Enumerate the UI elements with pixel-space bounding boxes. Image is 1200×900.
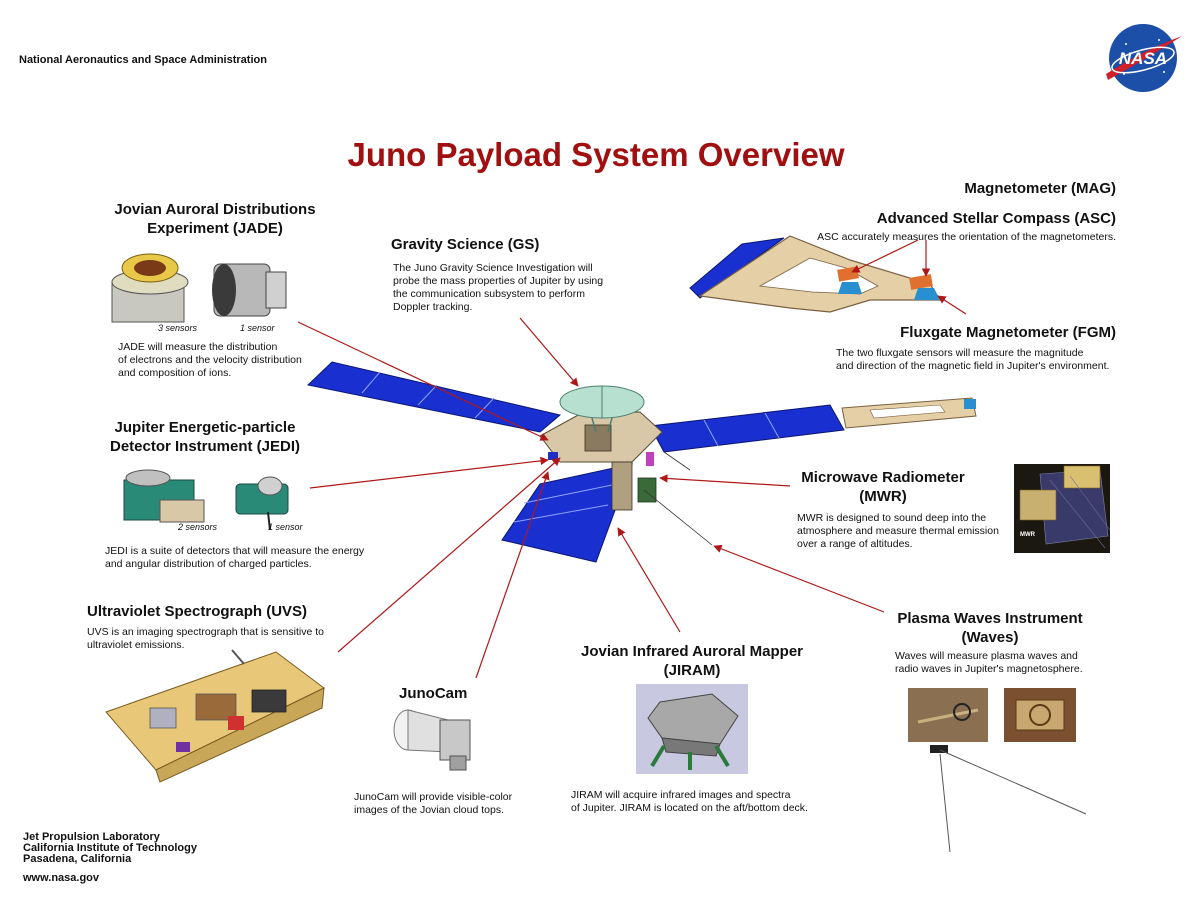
nasa-logo: NASA — [1106, 24, 1182, 92]
mwr-title: Microwave Radiometer (MWR) — [788, 468, 978, 506]
footer-url[interactable]: www.nasa.gov — [23, 872, 100, 884]
arrow-asc-1 — [851, 239, 919, 273]
jiram-desc-line1: JIRAM will acquire infrared images and s… — [571, 789, 791, 801]
gs-title: Gravity Science (GS) — [391, 236, 540, 253]
junocam-description: JunoCam will provide visible-color image… — [354, 791, 512, 817]
mwr-title-line1: Microwave Radiometer — [801, 469, 965, 486]
jade-title-line1: Jovian Auroral Distributions — [114, 201, 316, 218]
agency-name: National Aeronautics and Space Administr… — [19, 54, 267, 66]
fgm-description: The two fluxgate sensors will measure th… — [836, 347, 1126, 373]
junocam-title: JunoCam — [399, 685, 468, 702]
jade-description: JADE will measure the distribution of el… — [118, 341, 302, 380]
arrow-uvs — [337, 457, 561, 653]
jedi-desc-line2: and angular distribution of charged part… — [105, 558, 312, 570]
jade-title: Jovian Auroral Distributions Experiment … — [90, 200, 340, 238]
arrow-jedi — [309, 456, 549, 489]
gs-desc-line1: The Juno Gravity Science Investigation w… — [393, 262, 593, 274]
mwr-desc-line3: over a range of altitudes. — [797, 538, 913, 550]
gs-description: The Juno Gravity Science Investigation w… — [393, 262, 603, 314]
jade-desc-line3: and composition of ions. — [118, 367, 232, 379]
jedi-title-line1: Jupiter Energetic-particle — [114, 419, 296, 436]
mag-boom-right — [841, 397, 977, 429]
arrow-mwr — [659, 474, 791, 487]
mwr-title-line2: (MWR) — [859, 488, 907, 505]
uvs-description: UVS is an imaging spectrograph that is s… — [87, 626, 324, 652]
arrow-jade — [297, 321, 549, 441]
waves-title-line2: (Waves) — [961, 629, 1019, 646]
page-title: Juno Payload System Overview — [347, 136, 845, 173]
high-gain-antenna — [559, 385, 645, 433]
junocam-illustration — [393, 709, 471, 771]
jiram-title-line1: Jovian Infrared Auroral Mapper — [581, 643, 803, 660]
leader-arrows — [297, 239, 967, 679]
jade-caption-a: 3 sensors — [158, 323, 198, 333]
jedi-desc-line1: JEDI is a suite of detectors that will m… — [105, 545, 365, 557]
mwr-desc-line1: MWR is designed to sound deep into the — [797, 512, 987, 524]
jedi-description: JEDI is a suite of detectors that will m… — [105, 545, 364, 571]
jiram-title: Jovian Infrared Auroral Mapper (JIRAM) — [562, 642, 822, 680]
jiram-title-line2: (JIRAM) — [663, 662, 721, 679]
jiram-description: JIRAM will acquire infrared images and s… — [571, 789, 808, 815]
jedi-sensor-illustration — [123, 469, 289, 531]
jade-desc-line1: JADE will measure the distribution — [118, 341, 278, 353]
junocam-desc-line1: JunoCam will provide visible-color — [354, 791, 513, 803]
waves-photo-2 — [1004, 688, 1076, 742]
waves-desc-line1: Waves will measure plasma waves and — [895, 650, 1078, 662]
jedi-title: Jupiter Energetic-particle Detector Inst… — [80, 418, 330, 456]
jade-desc-line2: of electrons and the velocity distributi… — [118, 354, 302, 366]
spacecraft-bus — [539, 411, 663, 511]
waves-title: Plasma Waves Instrument (Waves) — [880, 609, 1100, 647]
asc-description: ASC accurately measures the orientation … — [817, 231, 1116, 243]
jiram-inset — [636, 684, 748, 774]
waves-title-line1: Plasma Waves Instrument — [897, 610, 1083, 627]
asc-title: Advanced Stellar Compass (ASC) — [876, 210, 1116, 227]
jedi-caption-b: 1 sensor — [268, 522, 303, 532]
jedi-caption-a: 2 sensors — [178, 522, 218, 532]
gs-desc-line3: the communication subsystem to perform — [393, 288, 585, 300]
mwr-inset-label: MWR — [1020, 532, 1036, 538]
footer-line3: Pasadena, California — [23, 853, 132, 865]
jade-caption-b: 1 sensor — [240, 323, 275, 333]
jade-sensor-illustration — [111, 253, 287, 323]
arrow-jiram — [617, 527, 681, 633]
waves-antenna-line — [643, 489, 713, 546]
gs-desc-line2: probe the mass properties of Jupiter by … — [393, 275, 604, 287]
fgm-desc-line1: The two fluxgate sensors will measure th… — [836, 347, 1084, 359]
junocam-desc-line2: images of the Jovian cloud tops. — [354, 804, 505, 816]
jedi-title-line2: Detector Instrument (JEDI) — [109, 438, 301, 455]
waves-description: Waves will measure plasma waves and radi… — [895, 650, 1083, 676]
solar-array-bottom — [501, 463, 633, 563]
waves-desc-line2: radio waves in Jupiter's magnetosphere. — [895, 663, 1083, 675]
arrow-waves — [713, 544, 885, 613]
uvs-desc-line1: UVS is an imaging spectrograph that is s… — [87, 626, 324, 638]
solar-array-left — [306, 361, 562, 433]
waves-photo-1 — [908, 688, 988, 742]
nasa-logo-text: NASA — [1119, 49, 1167, 68]
mag-title: Magnetometer (MAG) — [964, 180, 1116, 197]
fgm-desc-line2: and direction of the magnetic field in J… — [836, 360, 1110, 372]
arrow-fgm — [937, 295, 967, 315]
arrow-junocam — [475, 471, 550, 679]
mwr-inset: MWR — [1014, 464, 1111, 553]
fgm-title: Fluxgate Magnetometer (FGM) — [900, 324, 1116, 341]
gs-desc-line4: Doppler tracking. — [393, 301, 473, 313]
footer-address: Jet Propulsion Laboratory California Ins… — [23, 832, 197, 865]
mag-boom-strut — [663, 451, 691, 471]
uvs-desc-line2: ultraviolet emissions. — [87, 639, 185, 651]
footer-line1: Jet Propulsion Laboratory — [23, 831, 160, 843]
waves-dipole-antenna — [930, 745, 1087, 853]
footer-line2: California Institute of Technology — [23, 842, 197, 854]
uvs-title: Ultraviolet Spectrograph (UVS) — [87, 603, 308, 620]
arrow-gs — [519, 317, 579, 387]
mwr-desc-line2: atmosphere and measure thermal emission — [797, 525, 999, 537]
jiram-desc-line2: of Jupiter. JIRAM is located on the aft/… — [571, 802, 808, 814]
mwr-description: MWR is designed to sound deep into the a… — [797, 512, 999, 551]
solar-array-right — [649, 404, 845, 453]
uvs-instrument-illustration — [105, 649, 325, 783]
jade-title-line2: Experiment (JADE) — [147, 220, 283, 237]
